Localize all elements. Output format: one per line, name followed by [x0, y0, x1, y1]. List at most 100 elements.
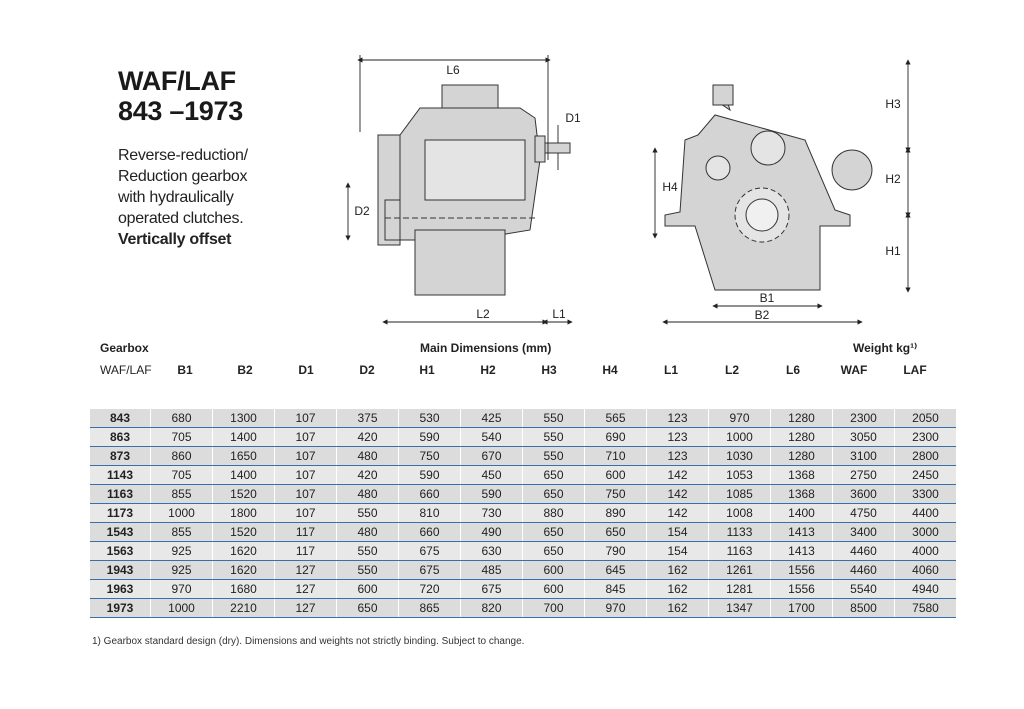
table-cell: 600 — [522, 579, 585, 599]
table-cell: 660 — [398, 522, 461, 542]
table-cell: 675 — [398, 541, 461, 561]
desc-line: operated clutches. — [118, 210, 244, 227]
table-cell: 127 — [274, 579, 337, 599]
table-cell: 162 — [646, 598, 709, 618]
table-cell: 970 — [708, 409, 771, 428]
table-cell: 127 — [274, 560, 337, 580]
gearbox-cell: 1543 — [90, 522, 151, 542]
table-cell: 142 — [646, 484, 709, 504]
col-header: B1 — [177, 363, 193, 377]
gearbox-cell: 1143 — [90, 465, 151, 485]
table-cell: 1368 — [770, 484, 833, 504]
table-cell: 1281 — [708, 579, 771, 599]
table-cell: 3100 — [832, 446, 895, 466]
table-cell: 550 — [522, 409, 585, 428]
table-cell: 750 — [398, 446, 461, 466]
table-cell: 865 — [398, 598, 461, 618]
table-cell: 480 — [336, 484, 399, 504]
table-cell: 1053 — [708, 465, 771, 485]
table-cell: 810 — [398, 503, 461, 523]
table-cell: 790 — [584, 541, 647, 561]
table-cell: 970 — [150, 579, 213, 599]
gearbox-cell: 1563 — [90, 541, 151, 561]
gearbox-cell: 873 — [90, 446, 151, 466]
table-cell: 1680 — [212, 579, 275, 599]
gearbox-cell: 1963 — [90, 579, 151, 599]
table-cell: 3000 — [894, 522, 956, 542]
label-B2: B2 — [755, 308, 770, 322]
table-cell: 1133 — [708, 522, 771, 542]
table-cell: 720 — [398, 579, 461, 599]
table-cell: 650 — [522, 522, 585, 542]
title-line-1: WAF/LAF — [118, 66, 236, 96]
table-cell: 550 — [336, 503, 399, 523]
label-D1: D1 — [565, 111, 581, 125]
table-cell: 485 — [460, 560, 523, 580]
table-cell: 2800 — [894, 446, 956, 466]
table-cell: 4000 — [894, 541, 956, 561]
table-cell: 530 — [398, 409, 461, 428]
table-cell: 1000 — [150, 503, 213, 523]
table-cell: 660 — [398, 484, 461, 504]
label-H4: H4 — [662, 180, 678, 194]
table-cell: 650 — [584, 522, 647, 542]
col-header: B2 — [237, 363, 253, 377]
table-cell: 4460 — [832, 541, 895, 561]
table-cell: 142 — [646, 465, 709, 485]
table-cell: 600 — [522, 560, 585, 580]
gearbox-cell: 843 — [90, 409, 151, 428]
table-cell: 3400 — [832, 522, 895, 542]
label-D2: D2 — [354, 204, 370, 218]
table-cell: 420 — [336, 427, 399, 447]
col-header: L1 — [663, 363, 678, 377]
table-cell: 2300 — [832, 409, 895, 428]
col-header: H3 — [541, 363, 557, 377]
col-header: H2 — [480, 363, 496, 377]
label-L1: L1 — [552, 307, 566, 321]
col-header: WAF — [840, 363, 868, 377]
table-cell: 880 — [522, 503, 585, 523]
table-cell: 1400 — [770, 503, 833, 523]
table-cell: 1400 — [212, 427, 275, 447]
table-cell: 590 — [460, 484, 523, 504]
table-cell: 2210 — [212, 598, 275, 618]
table-cell: 2750 — [832, 465, 895, 485]
gearbox-cell: 1973 — [90, 598, 151, 618]
table-cell: 890 — [584, 503, 647, 523]
table-cell: 565 — [584, 409, 647, 428]
table-cell: 162 — [646, 560, 709, 580]
table-cell: 154 — [646, 541, 709, 561]
description: Reverse-reduction/ Reduction gearbox wit… — [118, 145, 248, 250]
main-dimensions-header: Main Dimensions (mm) — [420, 341, 552, 355]
table-cell: 1400 — [212, 465, 275, 485]
table-cell: 970 — [584, 598, 647, 618]
gearbox-subheader: WAF/LAF — [100, 363, 152, 377]
table-cell: 675 — [460, 579, 523, 599]
title-line-2: 843 –1973 — [118, 96, 243, 126]
col-header: LAF — [903, 363, 927, 377]
table-cell: 1347 — [708, 598, 771, 618]
table-cell: 925 — [150, 560, 213, 580]
table-cell: 5540 — [832, 579, 895, 599]
table-cell: 3300 — [894, 484, 956, 504]
table-cell: 550 — [336, 560, 399, 580]
label-H2: H2 — [885, 172, 901, 186]
desc-line: Reduction gearbox — [118, 168, 248, 185]
table-cell: 123 — [646, 446, 709, 466]
table-cell: 1085 — [708, 484, 771, 504]
table-cell: 540 — [460, 427, 523, 447]
table-cell: 154 — [646, 522, 709, 542]
table-cell: 650 — [522, 465, 585, 485]
table-cell: 480 — [336, 522, 399, 542]
table-cell: 1163 — [708, 541, 771, 561]
table-cell: 4460 — [832, 560, 895, 580]
desc-line: with hydraulically — [118, 189, 234, 206]
table-cell: 3050 — [832, 427, 895, 447]
gearbox-cell: 863 — [90, 427, 151, 447]
table-cell: 107 — [274, 465, 337, 485]
table-cell: 550 — [336, 541, 399, 561]
